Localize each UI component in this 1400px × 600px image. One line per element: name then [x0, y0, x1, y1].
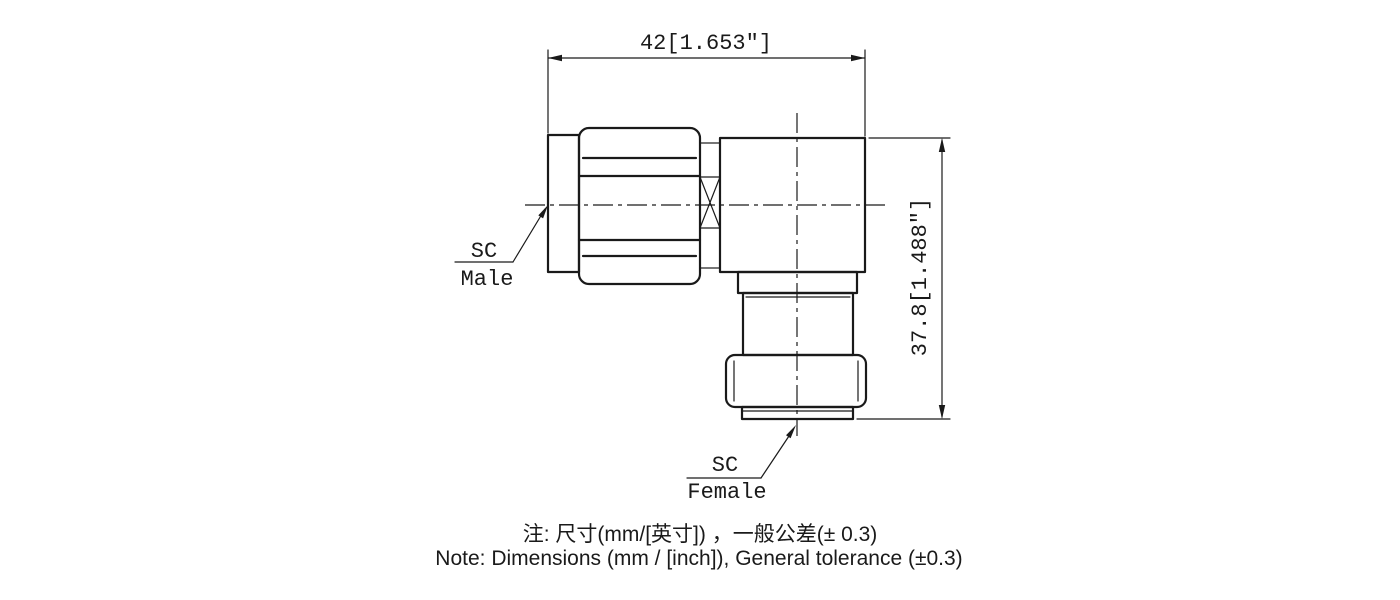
- male-hex-nut: [577, 126, 702, 286]
- male-leader: SC Male: [454, 205, 548, 292]
- female-label-line2: Female: [687, 480, 766, 505]
- leader-arrow: [538, 205, 548, 219]
- male-connector-outline: [546, 126, 702, 286]
- dimension-arrow-down: [938, 405, 946, 419]
- dimension-arrow-right: [851, 54, 865, 62]
- male-label-line1: SC: [471, 239, 497, 264]
- male-label-line2: Male: [461, 267, 514, 292]
- height-dimension-label: 37.8[1.488″]: [908, 198, 933, 356]
- height-dimension: 37.8[1.488″]: [856, 137, 951, 420]
- centerlines: [525, 113, 885, 436]
- leader-diagonal: [760, 429, 794, 479]
- note-line-english: Note: Dimensions (mm / [inch]), General …: [435, 547, 962, 570]
- male-face: [546, 133, 581, 274]
- leader-arrow: [786, 425, 796, 439]
- dimension-arrow-left: [548, 54, 562, 62]
- female-leader: SC Female: [686, 425, 796, 505]
- drawing-notes: 注: 尺寸(mm/[英寸]) ，一般公差(± 0.3) Note: Dimens…: [435, 523, 962, 570]
- width-dimension-label: 42[1.653″]: [640, 31, 772, 56]
- female-coupling-ring: [724, 353, 868, 409]
- leader-diagonal: [512, 208, 546, 263]
- washer-cross-diagonal: [699, 176, 721, 229]
- female-cylinder: [741, 291, 855, 357]
- width-dimension: 42[1.653″]: [547, 31, 866, 137]
- female-label-line1: SC: [712, 453, 738, 478]
- female-connector-outline: [724, 270, 868, 421]
- dimension-arrow-up: [938, 138, 946, 152]
- note-line-chinese: 注: 尺寸(mm/[英寸]) ，一般公差(± 0.3): [523, 523, 878, 546]
